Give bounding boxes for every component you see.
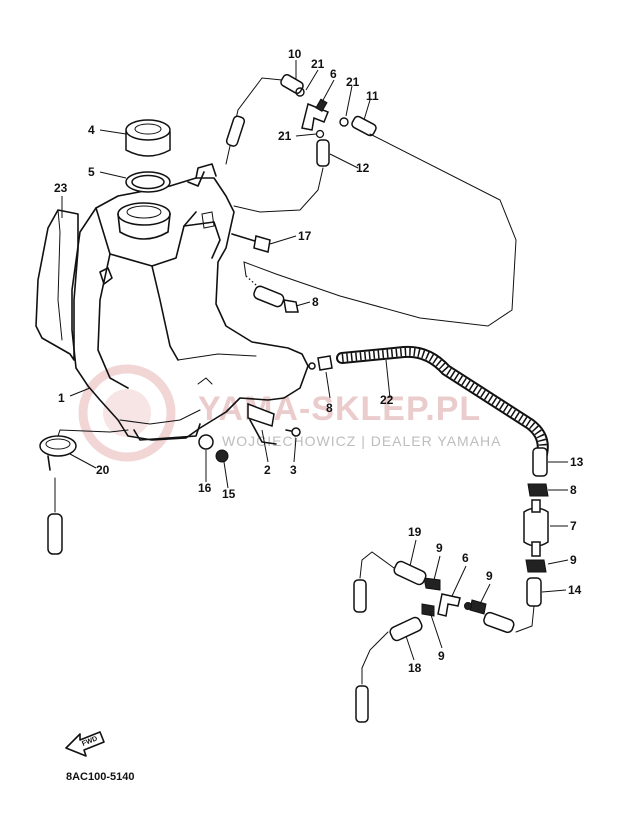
fwd-arrow-icon: FWD	[65, 731, 105, 757]
callout-3: 3	[290, 463, 297, 477]
callout-17: 17	[298, 229, 312, 243]
petcock	[247, 402, 301, 445]
callout-20: 20	[96, 463, 110, 477]
fuel-filter-assembly	[523, 447, 549, 607]
callout-8-upper: 8	[312, 295, 319, 309]
lower-fuel-branch	[353, 551, 535, 723]
callout-11: 11	[366, 89, 379, 103]
diagram-code: 8AC100-5140	[66, 771, 135, 783]
cap-gasket	[125, 171, 171, 193]
callout-9-bottom: 9	[438, 649, 445, 663]
callout-18: 18	[408, 661, 422, 675]
lower-left-hose	[47, 477, 63, 555]
callout-12: 12	[356, 161, 370, 175]
watermark-sub-text: WOJCIECHOWICZ | DEALER YAMAHA	[222, 433, 501, 449]
callout-15: 15	[222, 487, 236, 501]
callout-numbers: 4 5 23 1 10 21 6 21 11 21 12 17 8 8 22 2…	[54, 47, 584, 675]
callout-7: 7	[570, 519, 577, 533]
callout-5: 5	[88, 165, 95, 179]
fuel-hose	[308, 345, 549, 460]
watermark: YAMA-SKLEP.PL WOJCIECHOWICZ | DEALER YAM…	[78, 364, 501, 462]
callout-14: 14	[568, 583, 582, 597]
callout-21-right: 21	[346, 75, 360, 89]
callout-9-right-top: 9	[486, 569, 493, 583]
callout-21-left: 21	[278, 129, 292, 143]
callout-4: 4	[88, 123, 95, 137]
fuel-tank	[71, 163, 309, 441]
leader-lines	[61, 60, 569, 661]
upper-hose-with-clip	[253, 285, 299, 313]
callout-13: 13	[570, 455, 584, 469]
side-cover	[35, 209, 79, 361]
callout-23: 23	[54, 181, 68, 195]
watermark-main-text: YAMA-SKLEP.PL	[198, 390, 481, 428]
callout-16: 16	[198, 481, 212, 495]
callout-22: 22	[380, 393, 394, 407]
callout-6-lower: 6	[462, 551, 469, 565]
callout-2: 2	[264, 463, 271, 477]
callout-6-top: 6	[330, 67, 337, 81]
callout-8-middle: 8	[326, 401, 333, 415]
drain-plug	[198, 434, 229, 463]
breather-hoses	[225, 74, 517, 327]
callout-19: 19	[408, 525, 422, 539]
callout-9-right: 9	[570, 553, 577, 567]
callout-21-top: 21	[311, 57, 325, 71]
tank-cap	[125, 119, 171, 157]
callout-10: 10	[288, 47, 302, 61]
hose-band	[39, 429, 129, 471]
callout-9-left-top: 9	[436, 541, 443, 555]
bolt	[231, 233, 271, 253]
callout-1: 1	[58, 391, 65, 405]
callout-8-lower: 8	[570, 483, 577, 497]
